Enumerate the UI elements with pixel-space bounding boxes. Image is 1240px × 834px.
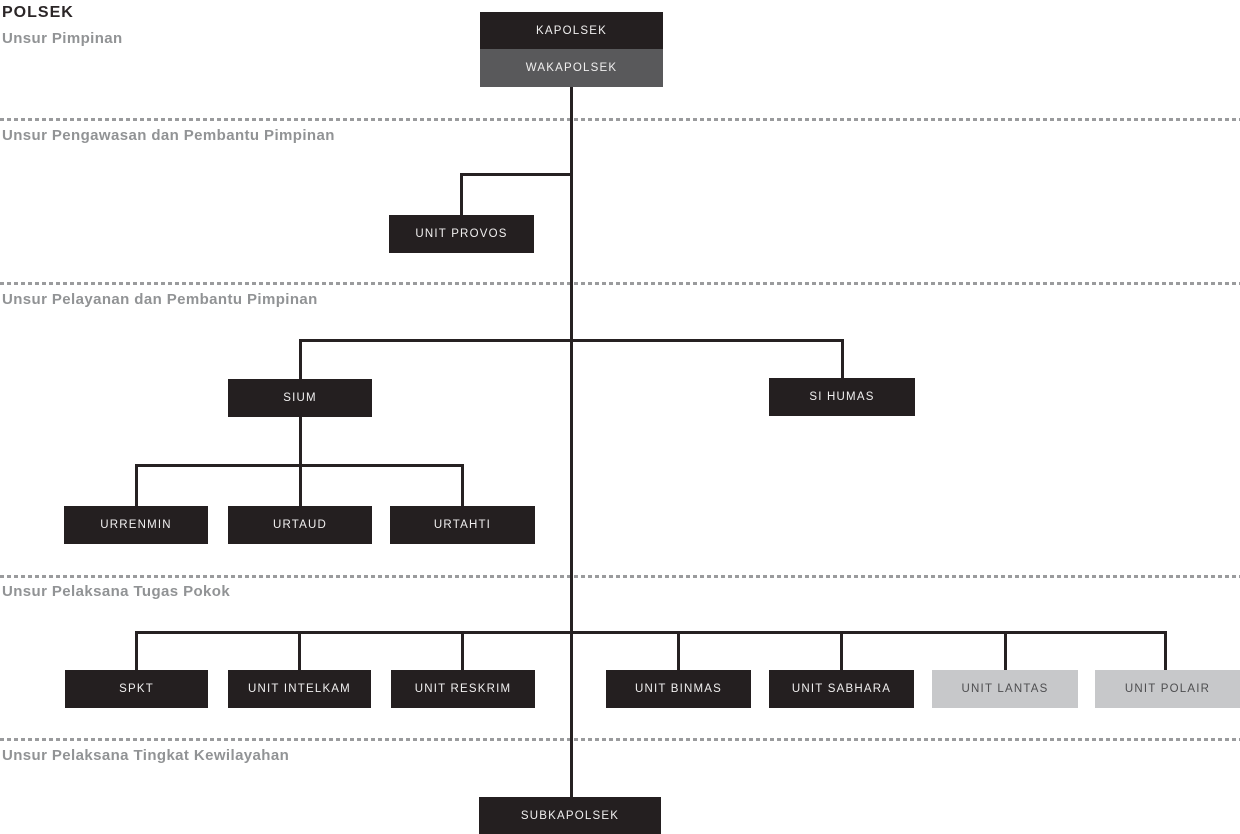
section-separator (0, 738, 1240, 741)
connector (135, 631, 1167, 634)
org-node-kapolsek: KAPOLSEK (480, 12, 663, 49)
section-label-pimpinan: Unsur Pimpinan (2, 30, 123, 47)
section-label-pengawasan: Unsur Pengawasan dan Pembantu Pimpinan (2, 127, 335, 144)
org-node-urtaud: URTAUD (228, 506, 372, 544)
section-label-tugas-pokok: Unsur Pelaksana Tugas Pokok (2, 583, 231, 600)
connector (135, 464, 464, 467)
connector (135, 464, 138, 506)
org-node-subkapolsek: SUBKAPOLSEK (479, 797, 661, 834)
connector (299, 339, 302, 379)
org-node-urtahti: URTAHTI (390, 506, 535, 544)
connector (1004, 631, 1007, 670)
connector (298, 631, 301, 670)
page-title: POLSEK (2, 4, 74, 21)
connector (460, 173, 463, 215)
org-node-unit-binmas: UNIT BINMAS (606, 670, 751, 708)
connector (461, 464, 464, 506)
org-node-unit-provos: UNIT PROVOS (389, 215, 534, 253)
connector (299, 339, 844, 342)
org-node-unit-intelkam: UNIT INTELKAM (228, 670, 371, 708)
connector-trunk (570, 86, 573, 797)
org-node-wakapolsek: WAKAPOLSEK (480, 49, 663, 87)
connector (135, 631, 138, 670)
org-node-unit-reskrim: UNIT RESKRIM (391, 670, 535, 708)
section-separator (0, 282, 1240, 285)
connector (677, 631, 680, 670)
org-node-si-humas: SI HUMAS (769, 378, 915, 416)
section-label-kewilayahan: Unsur Pelaksana Tingkat Kewilayahan (2, 747, 290, 764)
connector (841, 339, 844, 378)
connector (299, 417, 302, 506)
connector (840, 631, 843, 670)
org-node-spkt: SPKT (65, 670, 208, 708)
org-node-unit-sabhara: UNIT SABHARA (769, 670, 914, 708)
org-node-urrenmin: URRENMIN (64, 506, 208, 544)
connector (460, 173, 573, 176)
section-separator (0, 118, 1240, 121)
section-label-pelayanan: Unsur Pelayanan dan Pembantu Pimpinan (2, 291, 318, 308)
org-node-unit-lantas: UNIT LANTAS (932, 670, 1078, 708)
section-separator (0, 575, 1240, 578)
org-node-sium: SIUM (228, 379, 372, 417)
connector (461, 631, 464, 670)
org-node-unit-polair: UNIT POLAIR (1095, 670, 1240, 708)
connector (1164, 631, 1167, 670)
